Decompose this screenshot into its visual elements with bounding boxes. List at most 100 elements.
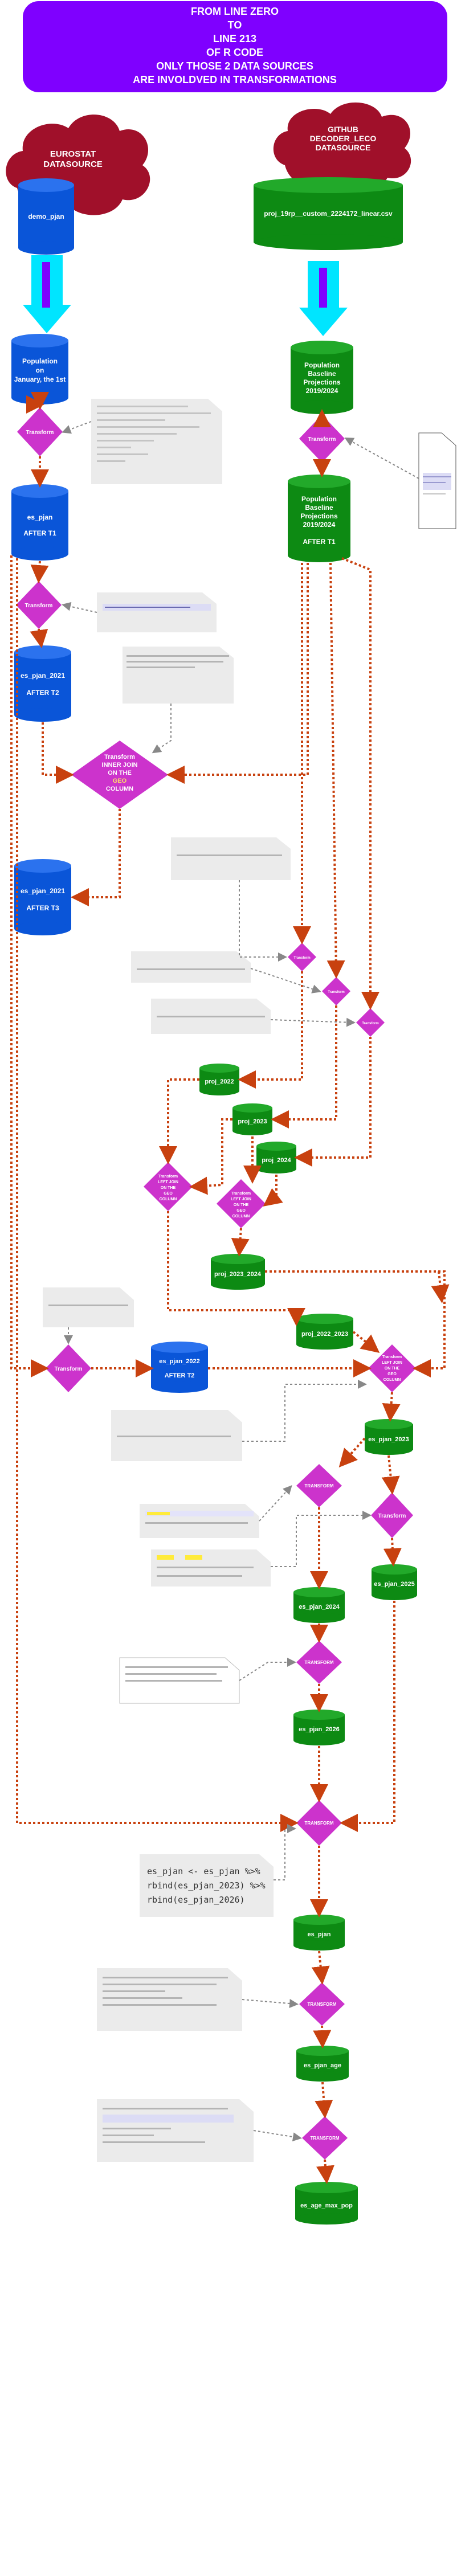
github-cloud: GITHUB DECODER_LECO DATASOURCE	[273, 102, 411, 191]
lja-l4: GEO	[164, 1192, 173, 1196]
ljb-l5: COLUMN	[232, 1215, 250, 1219]
transform-diamond-2026: TRANSFORM	[296, 1641, 342, 1684]
header-line-2: TO	[228, 19, 242, 31]
es-pjan-2025-cylinder: es_pjan_2025	[372, 1564, 417, 1600]
ljc-l5: COLUMN	[383, 1378, 401, 1382]
es-pjan-2021-t3-cylinder: es_pjan_2021 AFTER T3	[14, 859, 71, 935]
es2021t2-l1: es_pjan_2021	[21, 672, 65, 680]
ljb-l3: ON THE	[234, 1203, 249, 1207]
code-box-proj2023	[131, 951, 251, 983]
es2024-label: es_pjan_2024	[299, 1604, 340, 1610]
rbind-code-l1: es_pjan <- es_pjan %>%	[147, 1866, 260, 1876]
transform-diamond-t1-left: Transform	[17, 407, 63, 456]
pbt1-l4: 2019/2024	[303, 521, 336, 529]
code-box-proj2024	[151, 999, 271, 1034]
es-pjan-2024-cylinder: es_pjan_2024	[293, 1587, 345, 1623]
es2026-label: es_pjan_2026	[299, 1726, 340, 1733]
es2023-label: es_pjan_2023	[368, 1436, 409, 1443]
transform-caps-label: TRANSFORM	[304, 1483, 333, 1489]
rbind-code-l2: rbind(es_pjan_2023) %>%	[147, 1880, 266, 1891]
transform-caps-label: TRANSFORM	[304, 1660, 333, 1665]
es-pjan-t1-l1: es_pjan	[27, 513, 53, 521]
es-pjan-2026-cylinder: es_pjan_2026	[293, 1710, 345, 1745]
proj-file-cylinder: proj_19rp__custom_2224172_linear.csv	[254, 177, 403, 250]
es2021t2-l2: AFTER T2	[26, 689, 59, 697]
population-jan-cylinder: Population on January, the 1st	[11, 334, 68, 404]
es-pjan-age-cylinder: es_pjan_age	[296, 2046, 349, 2082]
ljc-l3: ON THE	[385, 1367, 400, 1371]
eurostat-sublabel: DATASOURCE	[43, 160, 103, 169]
proj-2023-2024-cylinder: proj_2023_2024	[211, 1254, 265, 1290]
code-box-max	[97, 2099, 254, 2162]
ljc-l1: Transform	[382, 1355, 402, 1359]
pop-base-l3: Projections	[303, 378, 341, 386]
transform-label: Transform	[26, 430, 54, 436]
cyan-arrow-right	[299, 261, 348, 336]
transform-diamond-right-2025: Transform	[371, 1493, 413, 1538]
inner-join-diamond: Transform INNER JOIN ON THE GEO COLUMN	[71, 741, 168, 809]
es-age-max-pop-cylinder: es_age_max_pop	[295, 2182, 358, 2225]
pop-base-l1: Population	[304, 361, 340, 369]
es2022-l2: AFTER T2	[165, 1372, 195, 1379]
proj-file-label: proj_19rp__custom_2224172_linear.csv	[264, 210, 393, 218]
github-label-2: DECODER_LECO	[310, 134, 377, 143]
code-box-2025	[151, 1549, 271, 1587]
transform-label: Transform	[25, 603, 53, 609]
transform-diamond-2022-left: Transform	[46, 1344, 91, 1392]
pop-base-l4: 2019/2024	[306, 387, 338, 395]
es2021t3-l2: AFTER T3	[26, 904, 59, 912]
header-line-6: ARE INVOLDVED IN TRANSFORMATIONS	[133, 74, 337, 85]
transform-diamond-2022: Transform	[288, 943, 316, 971]
transform-diamond-2023: Transform	[322, 977, 350, 1005]
transform-label: Transform	[293, 956, 310, 960]
ljc-l2: LEFT JOIN	[382, 1361, 402, 1365]
transform-diamond-max: TRANSFORM	[302, 2116, 348, 2160]
transform-label: Transform	[378, 1513, 406, 1519]
transform-diamond-2024: Transform	[356, 1008, 385, 1037]
p2324-label: proj_2023_2024	[214, 1271, 262, 1278]
transform-label: Transform	[308, 436, 336, 443]
es-pjan-t1-cylinder: es_pjan AFTER T1	[11, 484, 68, 561]
pop-jan-l2: on	[36, 366, 44, 374]
rbind-code-l3: rbind(es_pjan_2026)	[147, 1895, 245, 1905]
code-box-2026	[119, 1657, 240, 1704]
es2022-l1: es_pjan_2022	[159, 1358, 200, 1365]
proj-2023-cylinder: proj_2023	[232, 1103, 272, 1135]
pbt1-l3: Projections	[300, 512, 338, 520]
proj-2023-label: proj_2023	[238, 1118, 267, 1125]
proj-2022-2023-cylinder: proj_2022_2023	[296, 1314, 353, 1350]
es-pjan-2021-t2-cylinder: es_pjan_2021 AFTER T2	[14, 645, 71, 722]
join-l1: Transform	[104, 754, 135, 760]
ljc-l4: GEO	[387, 1372, 397, 1376]
es-pjan-label: es_pjan	[308, 1931, 331, 1938]
code-box-t1-right	[418, 432, 456, 529]
code-box-rbind: es_pjan <- es_pjan %>% rbind(es_pjan_202…	[140, 1854, 274, 1917]
pbt1-l2: Baseline	[305, 504, 333, 512]
code-box-proj2022	[171, 837, 291, 880]
transform-diamond-mid: TRANSFORM	[296, 1464, 342, 1507]
code-box-2022	[43, 1287, 134, 1327]
es-pjan-2022-cylinder: es_pjan_2022 AFTER T2	[151, 1342, 208, 1393]
join-l3: ON THE	[108, 770, 132, 776]
es-pjan-t1-l2: AFTER T1	[23, 529, 56, 537]
transform-label: Transform	[55, 1366, 83, 1372]
population-baseline-t1-cylinder: Population Baseline Projections 2019/202…	[288, 475, 350, 562]
header-line-3: LINE 213	[213, 33, 256, 44]
transform-diamond-rbind: TRANSFORM	[296, 1800, 342, 1846]
header-banner: FROM LINE ZERO TO LINE 213 OF R CODE ONL…	[23, 1, 447, 92]
es-pjan-age-label: es_pjan_age	[304, 2062, 341, 2069]
lja-l3: ON THE	[161, 1186, 176, 1190]
edges	[10, 392, 450, 2184]
transform-label: Transform	[362, 1022, 378, 1025]
code-box-t1-left	[91, 399, 222, 484]
proj-2024-label: proj_2024	[262, 1157, 291, 1164]
lja-l1: Transform	[158, 1175, 178, 1179]
population-baseline-cylinder: Population Baseline Projections 2019/202…	[291, 341, 353, 414]
annotation-connectors	[62, 421, 419, 2141]
left-join-diamond-c: Transform LEFT JOIN ON THE GEO COLUMN	[368, 1344, 416, 1392]
join-l2: INNER JOIN	[102, 762, 138, 768]
code-box-2023	[111, 1410, 242, 1461]
join-l4: GEO	[113, 778, 127, 784]
pop-jan-l3: January, the 1st	[14, 375, 66, 383]
proj-2022-cylinder: proj_2022	[199, 1064, 239, 1095]
